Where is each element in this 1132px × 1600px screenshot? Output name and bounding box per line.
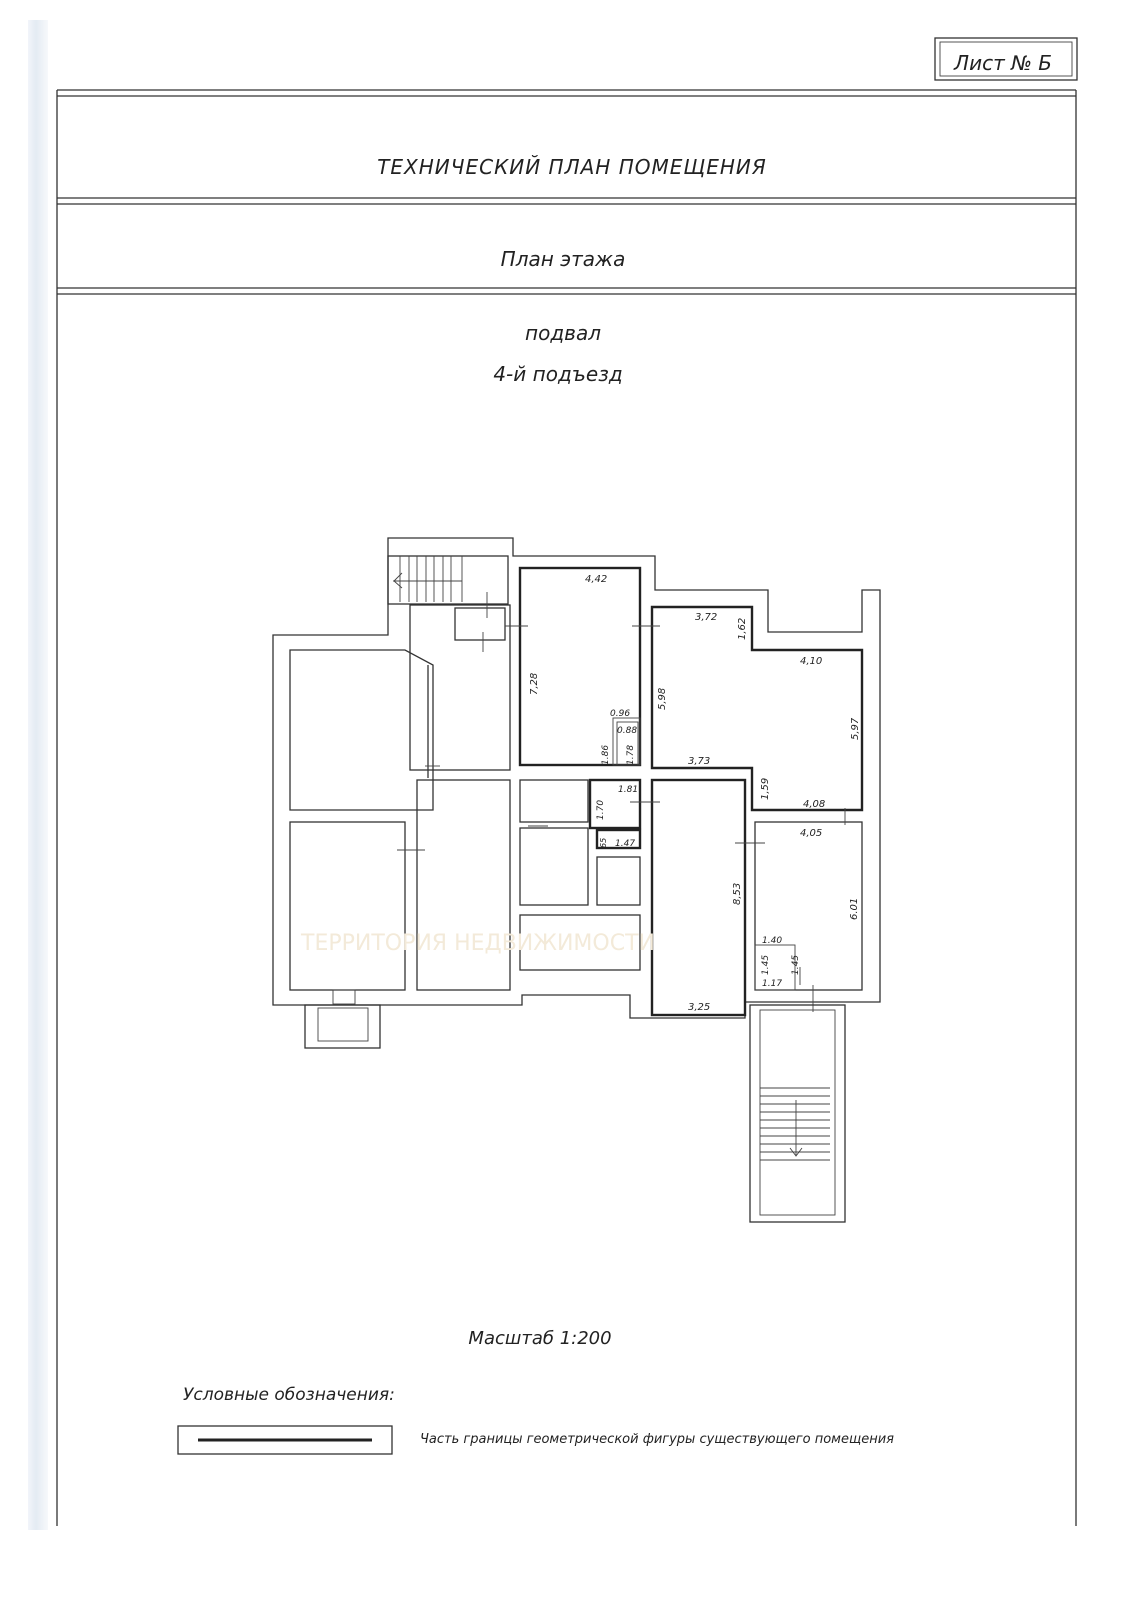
dim-label: 1.17 [762,979,782,989]
dim-label: 1.81 [618,785,638,795]
dim-label: 0.96 [610,709,630,719]
door-marks [397,592,846,1012]
room-a [518,566,642,767]
sheet-number: Лист № Б [953,51,1052,75]
dim-label: 1.78 [626,745,636,765]
dim-label: 1.86 [601,745,611,765]
entrance-label: 4-й подъезд [493,362,622,386]
small-room [588,778,642,830]
dim-label: 3,73 [688,756,710,767]
room-left-bottom [289,821,406,991]
dim-label: 4,42 [585,574,607,585]
legend-symbol-box [177,1425,393,1455]
niche [595,828,642,850]
dim-label: 1.40 [762,936,782,946]
top-staircase [387,555,509,605]
dim-label: 5,97 [850,717,861,740]
legend-title: Условные обозначения: [183,1385,395,1405]
dim-label: 1.45 [791,955,801,975]
room-d [754,821,863,991]
room-center-left [416,779,511,991]
document-title: ТЕХНИЧЕСКИЙ ПЛАН ПОМЕЩЕНИЯ [377,155,767,179]
room-left-top [289,649,434,811]
dim-label: 4,08 [803,799,825,810]
bottom-staircase [749,1004,846,1223]
outer-wall [272,537,881,1019]
sheet-frame [56,37,1078,1526]
legend-item-text: Часть границы геометрической фигуры суще… [420,1432,894,1447]
scale-label: Масштаб 1:200 [468,1328,611,1349]
bottom-left-porch [304,989,381,1049]
dim-label: 1,59 [760,778,771,800]
dim-label: 7,28 [529,673,540,695]
dim-label: 1.47 [615,839,635,849]
plan-subtitle: План этажа [501,247,626,271]
room-c [650,778,747,1017]
dim-label: 3,72 [695,612,717,623]
scan-edge [28,20,48,1530]
vestibule [454,607,506,641]
floor-label: подвал [525,321,601,345]
dim-label: 1.70 [596,800,606,820]
closet [754,944,796,991]
dim-label: 1,62 [737,618,748,640]
dim-label: 4,05 [800,828,822,839]
dim-label: 6.01 [849,898,860,920]
floor-plan: ТЕРРИТОРИЯ НЕДВИЖИМОСТИ [272,537,881,1223]
corridor [409,604,511,771]
watermark: ТЕРРИТОРИЯ НЕДВИЖИМОСТИ [300,931,655,956]
dim-label: 65 [599,838,608,848]
dim-label: 0.88 [617,726,637,736]
room-b [650,605,864,812]
dim-label: 5,98 [657,688,668,710]
dim-label: 4,10 [800,656,822,667]
dim-label: 8,53 [732,883,743,905]
dim-label: 1.45 [761,955,771,975]
dim-label: 3,25 [688,1002,710,1013]
dimension-labels: 4,42 7,28 0.96 0.88 1.86 1.78 3,72 1,62 … [529,574,861,1013]
